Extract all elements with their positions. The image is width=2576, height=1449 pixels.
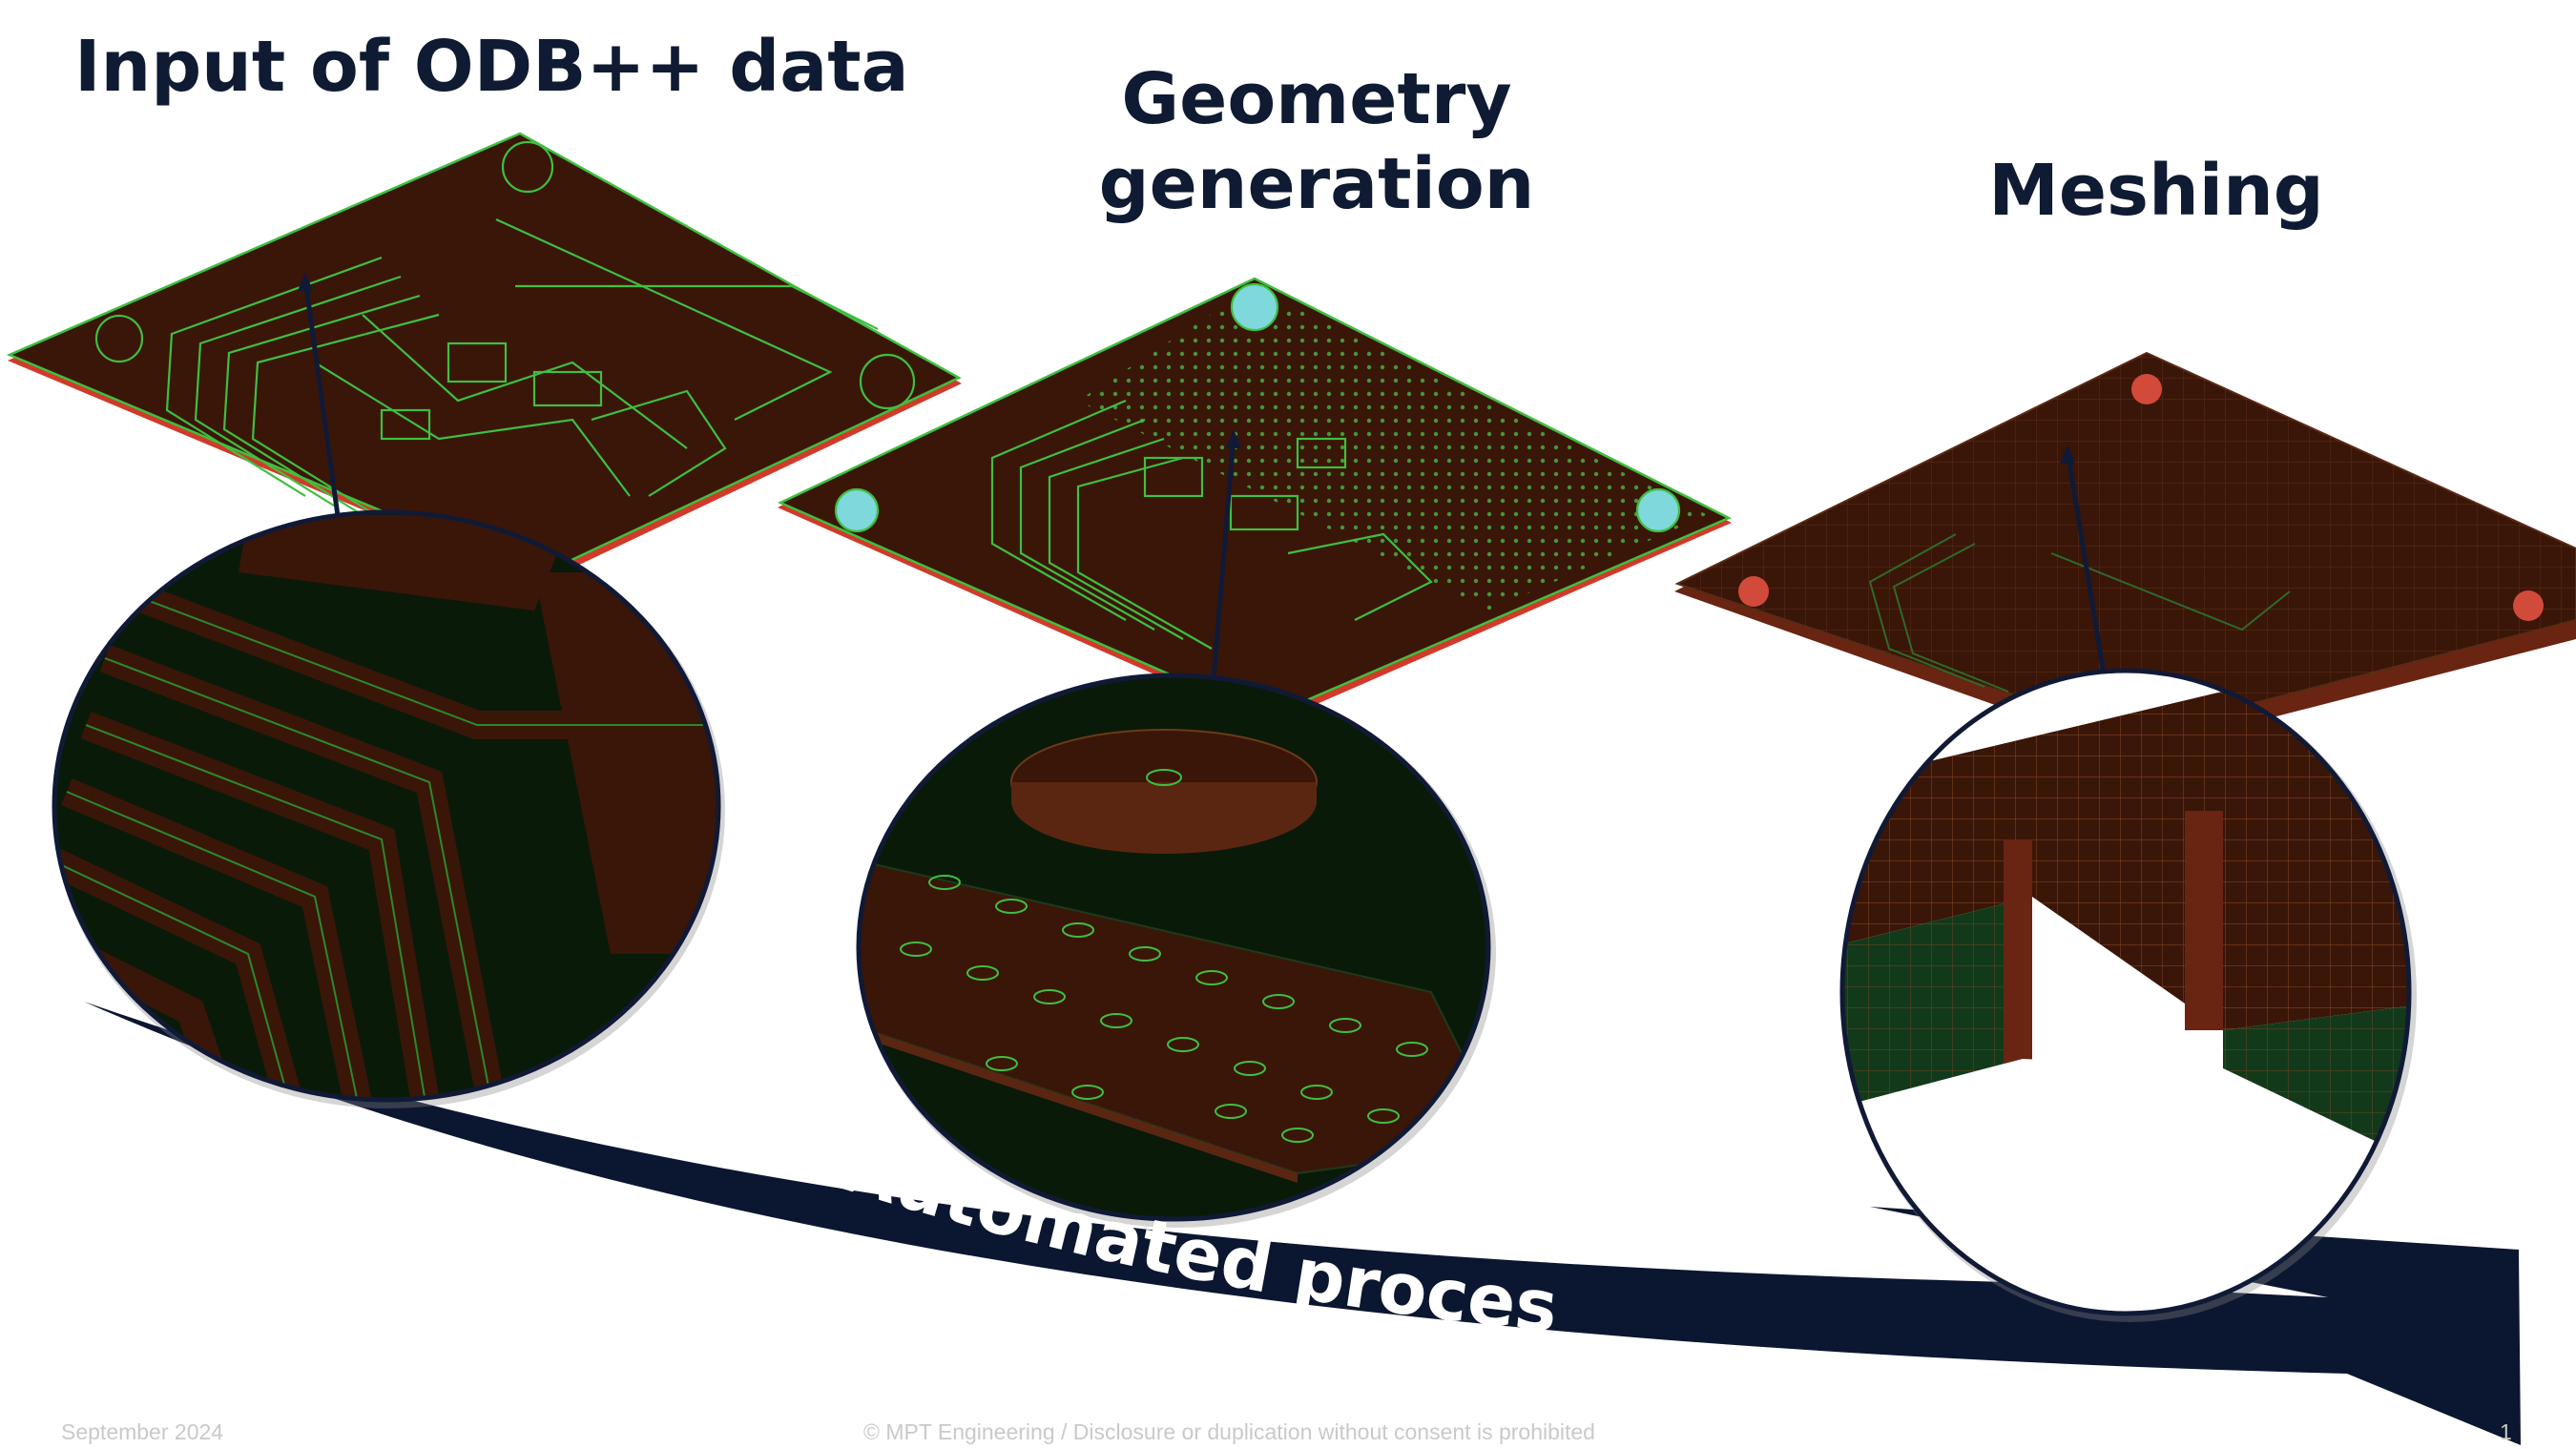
- title-geometry-generation: Geometry generation: [1078, 57, 1555, 227]
- footer-date: September 2024: [61, 1419, 224, 1444]
- title-meshing: Meshing: [1988, 150, 2324, 232]
- title-geometry-line2: generation: [1098, 142, 1535, 225]
- callout-lines: [302, 279, 2107, 680]
- title-input-odb: Input of ODB++ data: [74, 26, 909, 108]
- pcb-board-meshing: [1674, 351, 2576, 754]
- pcb-board-geometry: [777, 277, 1732, 727]
- zoom-detail-vias: [856, 673, 1496, 1228]
- zoom-detail-traces: [52, 509, 725, 1108]
- footer-page-number: 1: [2500, 1419, 2512, 1444]
- process-arrow: [84, 1002, 2521, 1445]
- title-geometry-line1: Geometry: [1121, 58, 1512, 140]
- footer-copyright: © MPT Engineering / Disclosure or duplic…: [863, 1419, 1595, 1444]
- zoom-detail-mesh: [1839, 668, 2417, 1322]
